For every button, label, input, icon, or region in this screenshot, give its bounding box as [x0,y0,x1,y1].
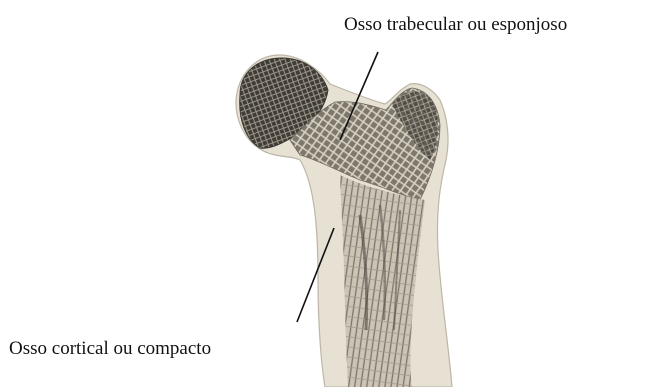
label-cortical-bone: Osso cortical ou compacto [9,339,211,358]
label-trabecular-bone: Osso trabecular ou esponjoso [344,15,567,34]
